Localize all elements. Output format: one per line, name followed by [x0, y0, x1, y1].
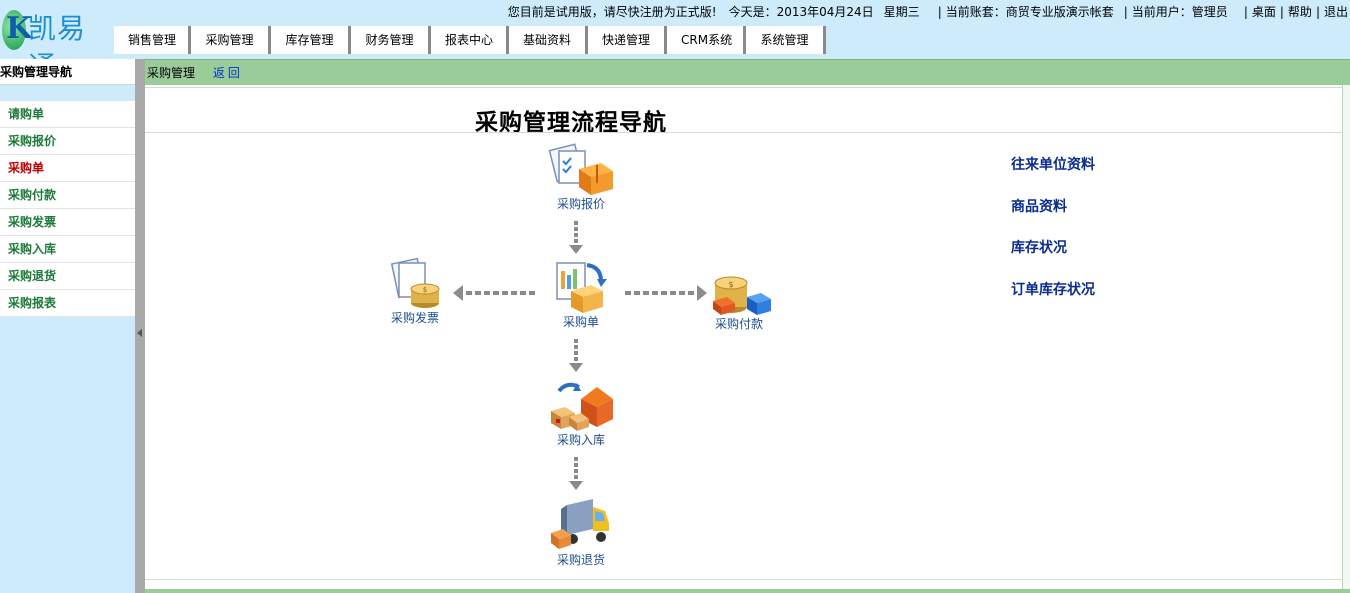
quick-links: 往来单位资料 商品资料 库存状况 订单库存状况 [1011, 155, 1095, 321]
weekday: 星期三 [883, 5, 920, 19]
flow-node-label: 采购付款 [714, 317, 763, 331]
tab-express[interactable]: 快递管理 [588, 26, 667, 54]
tab-basic-data[interactable]: 基础资料 [509, 26, 588, 54]
tab-purchase[interactable]: 采购管理 [191, 26, 271, 54]
flow-node-order[interactable]: 采购单 [541, 259, 621, 330]
sidebar-item-purchase-report[interactable]: 采购报表 [0, 290, 135, 317]
sidebar-item-requisition[interactable]: 请购单 [0, 101, 135, 128]
flow-node-return[interactable]: 采购退货 [541, 497, 621, 568]
tab-finance[interactable]: 财务管理 [351, 26, 431, 54]
sidebar-menu: 请购单 采购报价 采购单 采购付款 采购发票 采购入库 采购退货 采购报表 [0, 101, 135, 317]
vertical-scrollbar[interactable] [1342, 85, 1350, 593]
tab-reports[interactable]: 报表中心 [431, 26, 509, 54]
current-account: 当前账套：商贸专业版演示帐套 [945, 5, 1114, 19]
flow-node-label: 采购发票 [390, 311, 439, 325]
flow-arrow-down [569, 221, 583, 254]
sidebar-item-purchase-stockin[interactable]: 采购入库 [0, 236, 135, 263]
flow-arrow-down [569, 339, 583, 372]
trial-notice: 您目前是试用版，请尽快注册为正式版! [507, 5, 717, 19]
flow-node-quote[interactable]: 采购报价 [541, 141, 621, 212]
flow-arrow-down [569, 457, 583, 490]
desktop-link[interactable]: 桌面 [1251, 5, 1276, 19]
sidebar-splitter[interactable] [135, 59, 145, 593]
divider [145, 87, 1343, 88]
invoice-coins-icon: $ [381, 255, 449, 311]
link-product-data[interactable]: 商品资料 [1011, 198, 1067, 215]
warehouse-boxes-icon [547, 377, 615, 433]
tab-system[interactable]: 系统管理 [746, 26, 826, 54]
link-order-stock-status[interactable]: 订单库存状况 [1011, 281, 1095, 298]
sidebar-item-purchase-return[interactable]: 采购退货 [0, 263, 135, 290]
main-content: 采购管理 返回 采购管理流程导航 采购报价 [145, 59, 1350, 593]
logout-link[interactable]: 退出 [1323, 5, 1348, 19]
sidebar-item-purchase-payment[interactable]: 采购付款 [0, 182, 135, 209]
quote-documents-icon [547, 141, 615, 197]
flow-arrow-left [453, 285, 538, 301]
flow-node-invoice[interactable]: $ 采购发票 [375, 255, 455, 326]
current-user: 当前用户：管理员 [1131, 5, 1228, 19]
svg-text:$: $ [728, 280, 733, 289]
collapse-arrow-icon[interactable] [137, 329, 142, 337]
app-logo: K 凯易通 [0, 6, 110, 83]
help-link[interactable]: 帮助 [1287, 5, 1312, 19]
logo-ring-icon [2, 10, 26, 50]
divider [145, 132, 1343, 133]
flow-arrow-right [625, 285, 707, 301]
top-info-bar: 您目前是试用版，请尽快注册为正式版! 今天是：2013年04月24日 星期三 |… [508, 4, 1350, 20]
bottom-bar [145, 589, 1350, 593]
flow-node-payment[interactable]: $ 采购付款 [699, 261, 779, 332]
delivery-truck-icon [547, 497, 615, 553]
flow-node-label: 采购单 [562, 315, 599, 329]
separator: | [1123, 5, 1128, 19]
app-header: K 凯易通 您目前是试用版，请尽快注册为正式版! 今天是：2013年04月24日… [0, 0, 1350, 83]
separator: | [1243, 5, 1248, 19]
page-title: 采购管理流程导航 [475, 109, 667, 136]
back-link[interactable]: 返回 [212, 66, 243, 80]
top-nav: 销售管理 采购管理 库存管理 财务管理 报表中心 基础资料 快递管理 CRM系统… [114, 26, 826, 54]
svg-text:$: $ [423, 286, 427, 294]
logo-letter: K [6, 11, 33, 46]
breadcrumb-bar: 采购管理 返回 [145, 59, 1350, 85]
link-partner-data[interactable]: 往来单位资料 [1011, 157, 1095, 173]
today-date: 今天是：2013年04月24日 [728, 5, 874, 19]
flow-node-label: 采购退货 [556, 553, 605, 567]
sidebar-item-purchase-invoice[interactable]: 采购发票 [0, 209, 135, 236]
divider [145, 579, 1343, 580]
sidebar: 采购管理导航 请购单 采购报价 采购单 采购付款 采购发票 采购入库 采购退货 … [0, 59, 135, 593]
payment-coins-icon: $ [705, 261, 773, 317]
breadcrumb: 采购管理 [147, 66, 196, 80]
flow-node-label: 采购报价 [556, 197, 605, 211]
separator: | [1315, 5, 1320, 19]
tab-crm[interactable]: CRM系统 [667, 26, 746, 54]
flow-node-label: 采购入库 [556, 433, 605, 447]
sidebar-item-purchase-quote[interactable]: 采购报价 [0, 128, 135, 155]
sidebar-title: 采购管理导航 [0, 59, 135, 85]
sidebar-spacer [0, 85, 135, 101]
separator: | [937, 5, 942, 19]
separator: | [1279, 5, 1284, 19]
flow-node-stockin[interactable]: 采购入库 [541, 377, 621, 448]
order-document-icon [547, 259, 615, 315]
sidebar-item-purchase-order[interactable]: 采购单 [0, 155, 135, 182]
tab-sales[interactable]: 销售管理 [114, 26, 191, 54]
link-stock-status[interactable]: 库存状况 [1011, 240, 1067, 256]
tab-inventory[interactable]: 库存管理 [271, 26, 351, 54]
